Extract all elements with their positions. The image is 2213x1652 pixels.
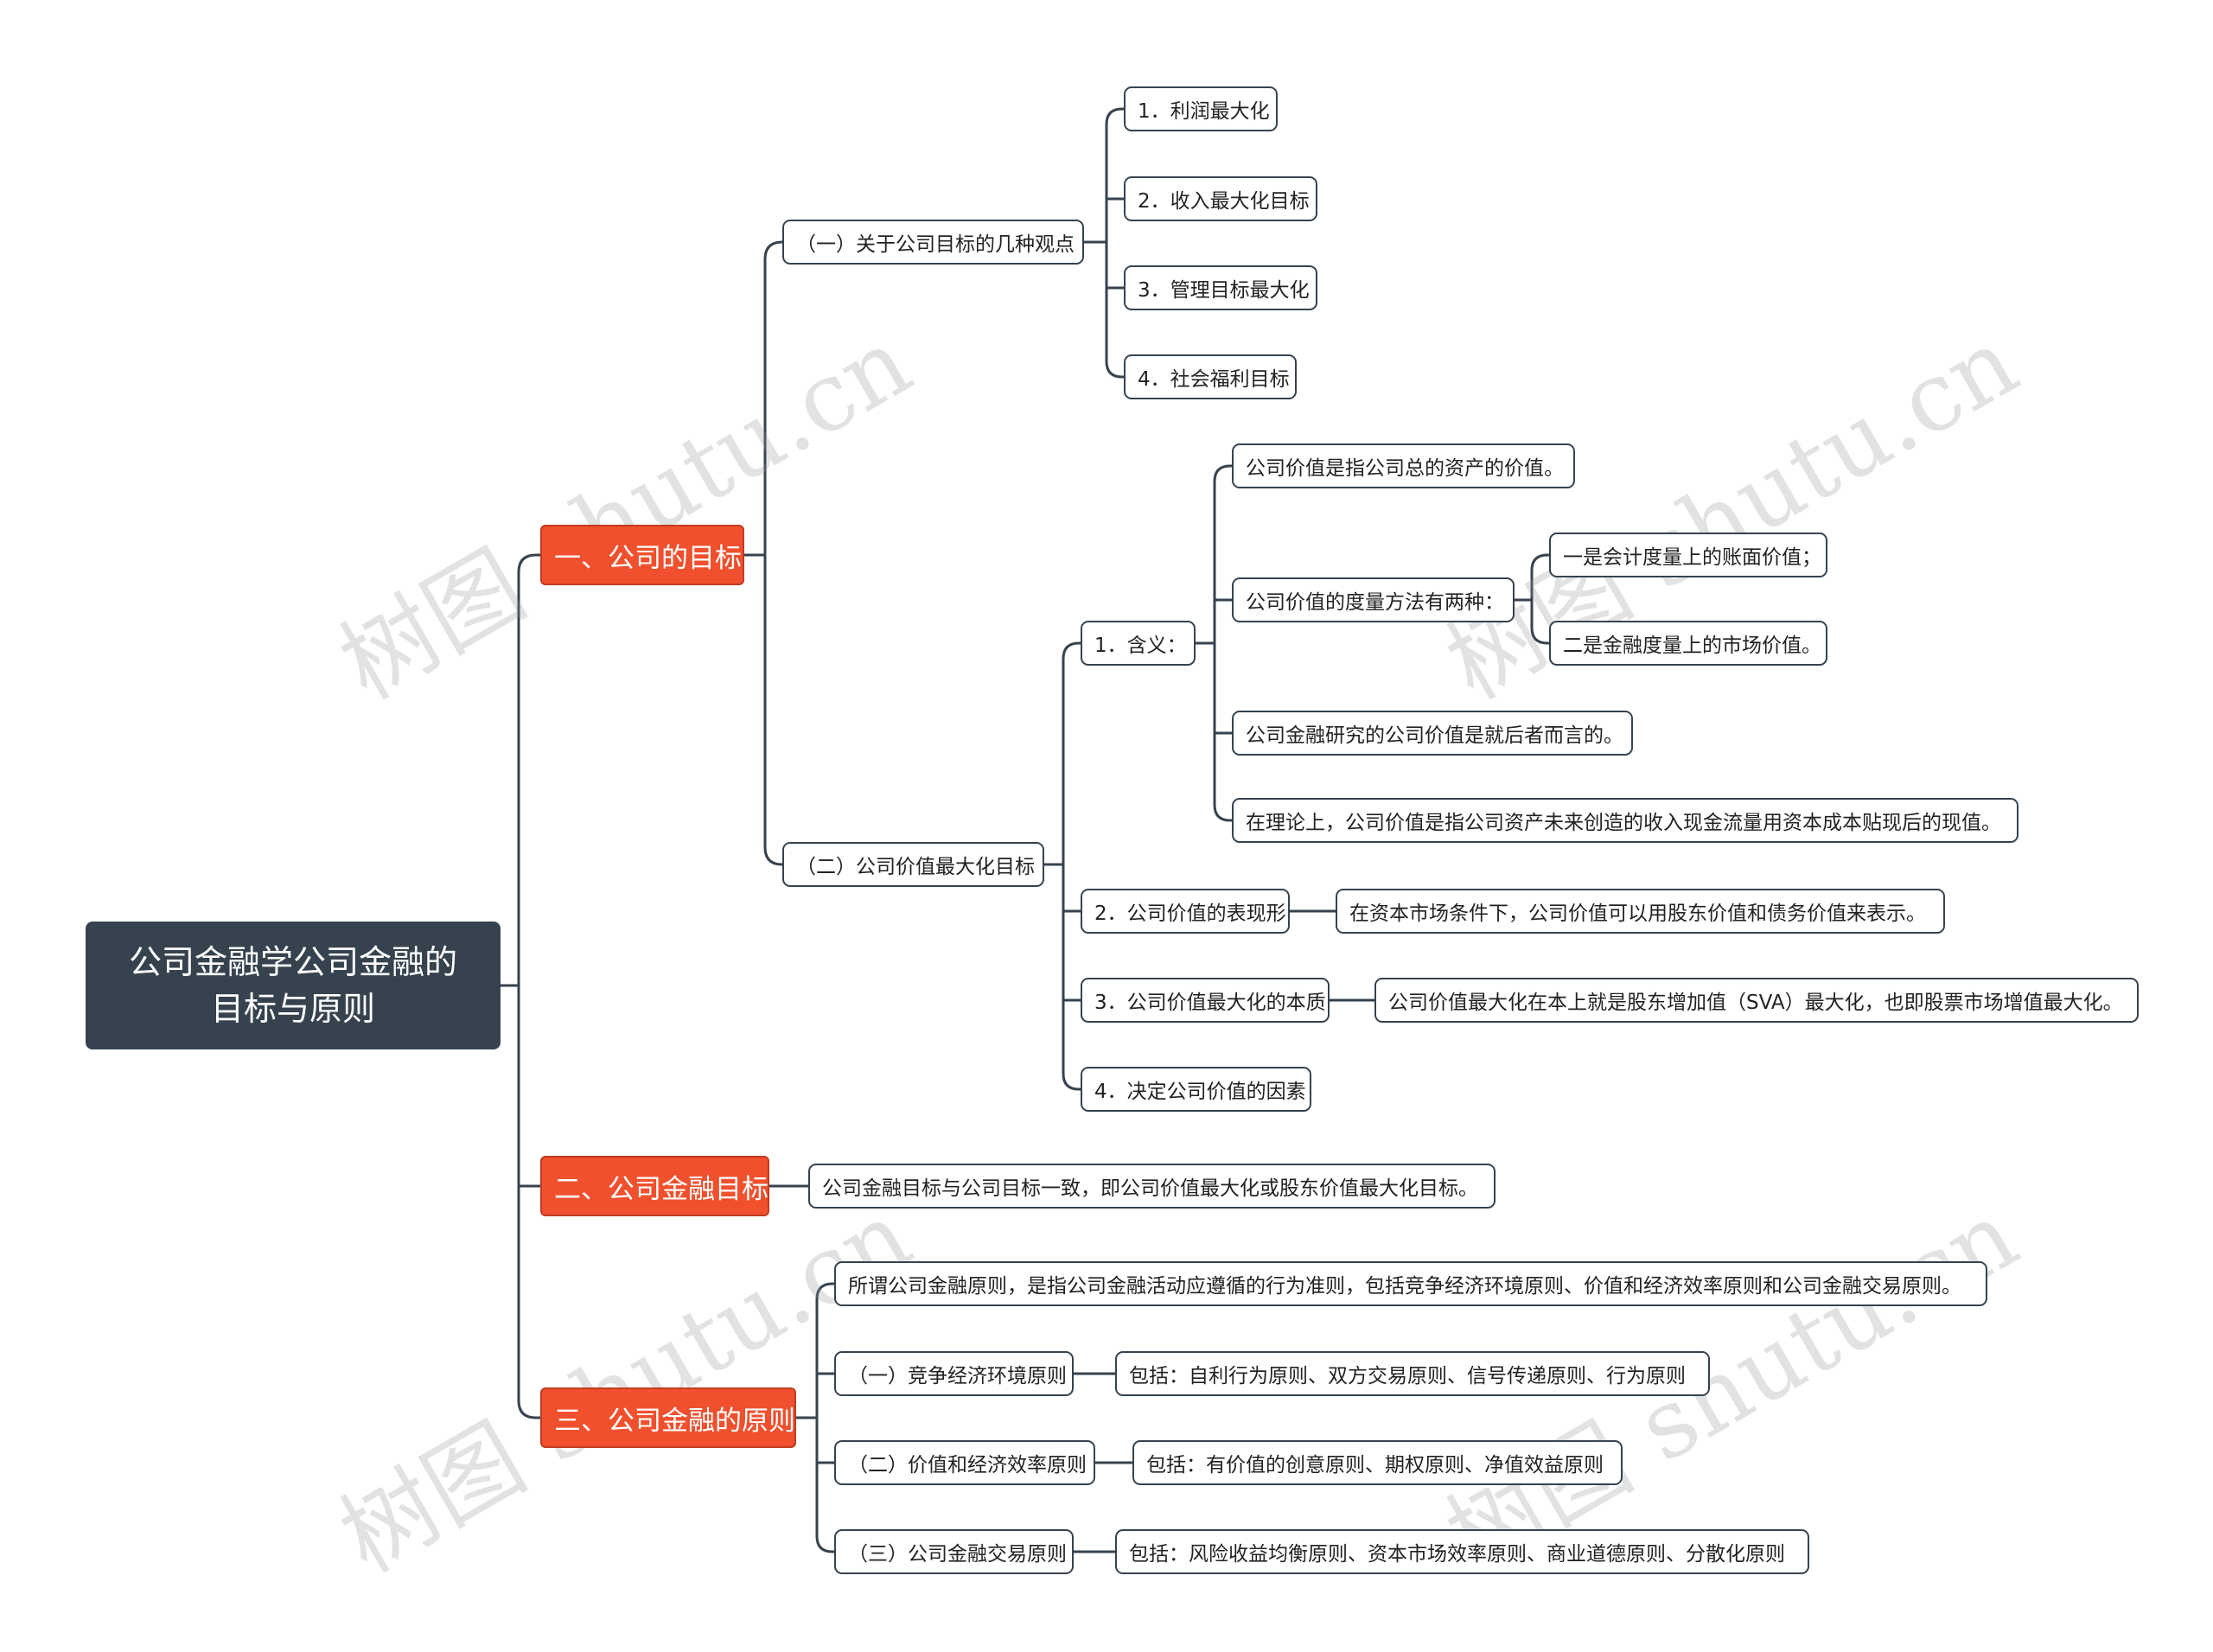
topic-value-factors[interactable]: 4．决定公司价值的因素 (1081, 1067, 1311, 1112)
meaning-item[interactable]: 公司价值是指公司总的资产的价值。 (1232, 443, 1575, 488)
value-essence-detail[interactable]: 公司价值最大化在本上就是股东增加值（SVA）最大化，也即股票市场增值最大化。 (1374, 978, 2139, 1023)
value-form-detail[interactable]: 在资本市场条件下，公司价值可以用股东价值和债务价值来表示。 (1336, 889, 1945, 934)
goal-view-item[interactable]: 4．社会福利目标 (1124, 354, 1297, 399)
finance-goals-detail[interactable]: 公司金融目标与公司目标一致，即公司价值最大化或股东价值最大化目标。 (808, 1164, 1496, 1209)
principle-detail[interactable]: 包括：风险收益均衡原则、资本市场效率原则、商业道德原则、分散化原则 (1115, 1529, 1809, 1574)
topic-value-form[interactable]: 2．公司价值的表现形 (1081, 889, 1290, 934)
principle-value-efficiency[interactable]: （二）价值和经济效率原则 (834, 1440, 1095, 1485)
principle-competitive-environment[interactable]: （一）竞争经济环境原则 (834, 1351, 1074, 1396)
meaning-item[interactable]: 公司金融研究的公司价值是就后者而言的。 (1232, 711, 1633, 756)
principle-finance-transaction[interactable]: （三）公司金融交易原则 (834, 1529, 1074, 1574)
goal-view-item[interactable]: 1．利润最大化 (1124, 86, 1278, 131)
topic-meaning[interactable]: 1．含义： (1081, 621, 1196, 666)
root-topic[interactable]: 公司金融学公司金融的 目标与原则 (86, 922, 501, 1049)
goal-view-item[interactable]: 2．收入最大化目标 (1124, 176, 1317, 221)
root-topic-line-1: 公司金融学公司金融的 (128, 943, 457, 981)
topic-value-maximization[interactable]: （二）公司价值最大化目标 (782, 842, 1044, 887)
topic-goal-views[interactable]: （一）关于公司目标的几种观点 (782, 220, 1084, 265)
root-topic-line-2: 目标与原则 (210, 990, 375, 1028)
principles-intro[interactable]: 所谓公司金融原则，是指公司金融活动应遵循的行为准则，包括竞争经济环境原则、价值和… (834, 1261, 1987, 1306)
topic-value-essence[interactable]: 3．公司价值最大化的本质 (1081, 978, 1330, 1023)
goal-view-item[interactable]: 3．管理目标最大化 (1124, 265, 1317, 310)
branch-finance-goals[interactable]: 二、公司金融目标 (540, 1156, 769, 1216)
branch-finance-principles[interactable]: 三、公司金融的原则 (540, 1387, 796, 1448)
principle-detail[interactable]: 包括：自利行为原则、双方交易原则、信号传递原则、行为原则 (1115, 1351, 1710, 1396)
measurement-item[interactable]: 二是金融度量上的市场价值。 (1549, 621, 1827, 666)
principle-detail[interactable]: 包括：有价值的创意原则、期权原则、净值效益原则 (1132, 1440, 1623, 1485)
meaning-item[interactable]: 在理论上，公司价值是指公司资产未来创造的收入现金流量用资本成本贴现后的现值。 (1232, 798, 2018, 843)
branch-company-goals[interactable]: 一、公司的目标 (540, 525, 744, 585)
meaning-measurement[interactable]: 公司价值的度量方法有两种： (1232, 577, 1515, 622)
measurement-item[interactable]: 一是会计度量上的账面价值； (1549, 533, 1827, 577)
